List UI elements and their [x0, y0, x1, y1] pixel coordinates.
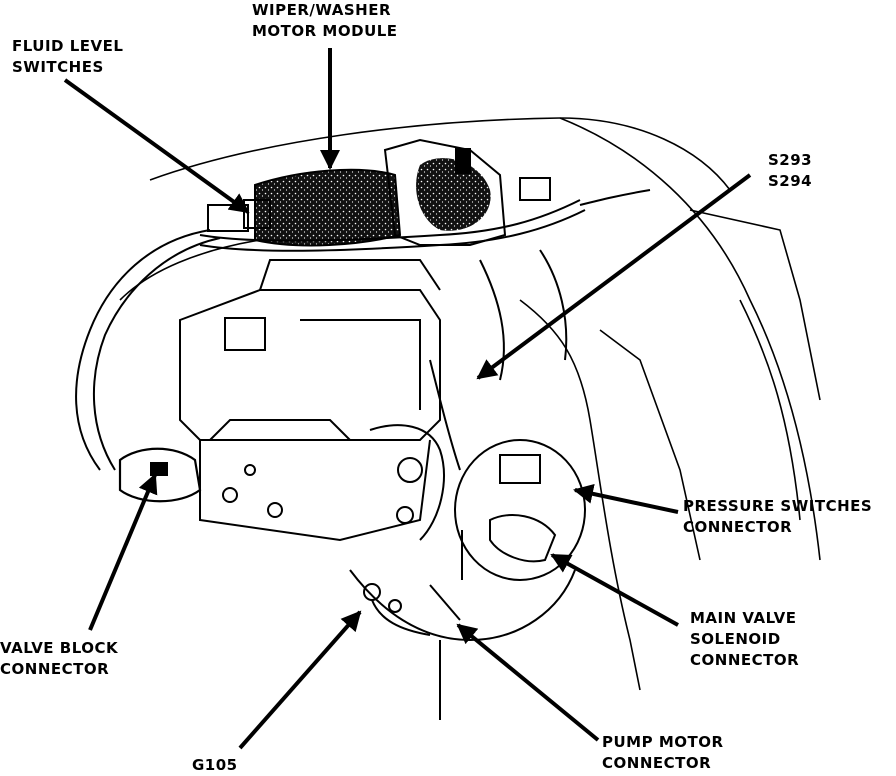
label-pressure-switches-connector: PRESSURE SWITCHES CONNECTOR [683, 496, 872, 538]
arrow-s293-s294 [476, 173, 752, 380]
label-line: CONNECTOR [602, 754, 712, 772]
label-main-valve-solenoid-connector: MAIN VALVE SOLENOID CONNECTOR [690, 608, 799, 671]
ground-g105 [363, 583, 431, 636]
wiper-washer-module [254, 138, 551, 247]
label-pump-motor-connector: PUMP MOTOR CONNECTOR [602, 732, 724, 774]
arrow-pump-motor [456, 623, 600, 742]
pump-motor-area [349, 424, 576, 720]
label-line: WIPER/WASHER [252, 1, 392, 19]
label-fluid-level-switches: FLUID LEVEL SWITCHES [12, 36, 123, 78]
right-connector-loop [429, 249, 586, 581]
label-line: PUMP MOTOR [602, 733, 724, 751]
arrow-main-valve-solenoid [550, 553, 679, 627]
label-line: SOLENOID [690, 630, 781, 648]
label-line: SWITCHES [12, 58, 104, 76]
label-valve-block-connector: VALVE BLOCK CONNECTOR [0, 638, 118, 680]
label-line: CONNECTOR [0, 660, 110, 678]
label-line: S294 [768, 172, 813, 190]
label-line: PRESSURE SWITCHES [683, 497, 873, 515]
label-wiper-washer-motor-module: WIPER/WASHER MOTOR MODULE [252, 0, 398, 42]
label-line: MAIN VALVE [690, 609, 797, 627]
label-line: MOTOR MODULE [252, 22, 398, 40]
label-line: CONNECTOR [690, 651, 800, 669]
label-line: S293 [768, 151, 813, 169]
fender-outline [119, 117, 821, 691]
label-line: CONNECTOR [683, 518, 793, 536]
arrow-valve-block [88, 473, 158, 631]
valve-block-connector-shape [118, 447, 202, 503]
label-line: G105 [192, 756, 238, 774]
label-line: FLUID LEVEL [12, 37, 124, 55]
arrow-fluid-level-switches [63, 78, 250, 214]
upper-harness [75, 189, 651, 471]
arrow-g105 [238, 610, 362, 750]
callout-arrows [63, 48, 752, 750]
hydraulic-unit [179, 259, 441, 542]
arrow-pressure-switches [573, 483, 679, 514]
label-ground-g105: G105 [192, 755, 238, 776]
label-line: VALVE BLOCK [0, 639, 119, 657]
label-splices-s293-s294: S293 S294 [768, 150, 812, 192]
